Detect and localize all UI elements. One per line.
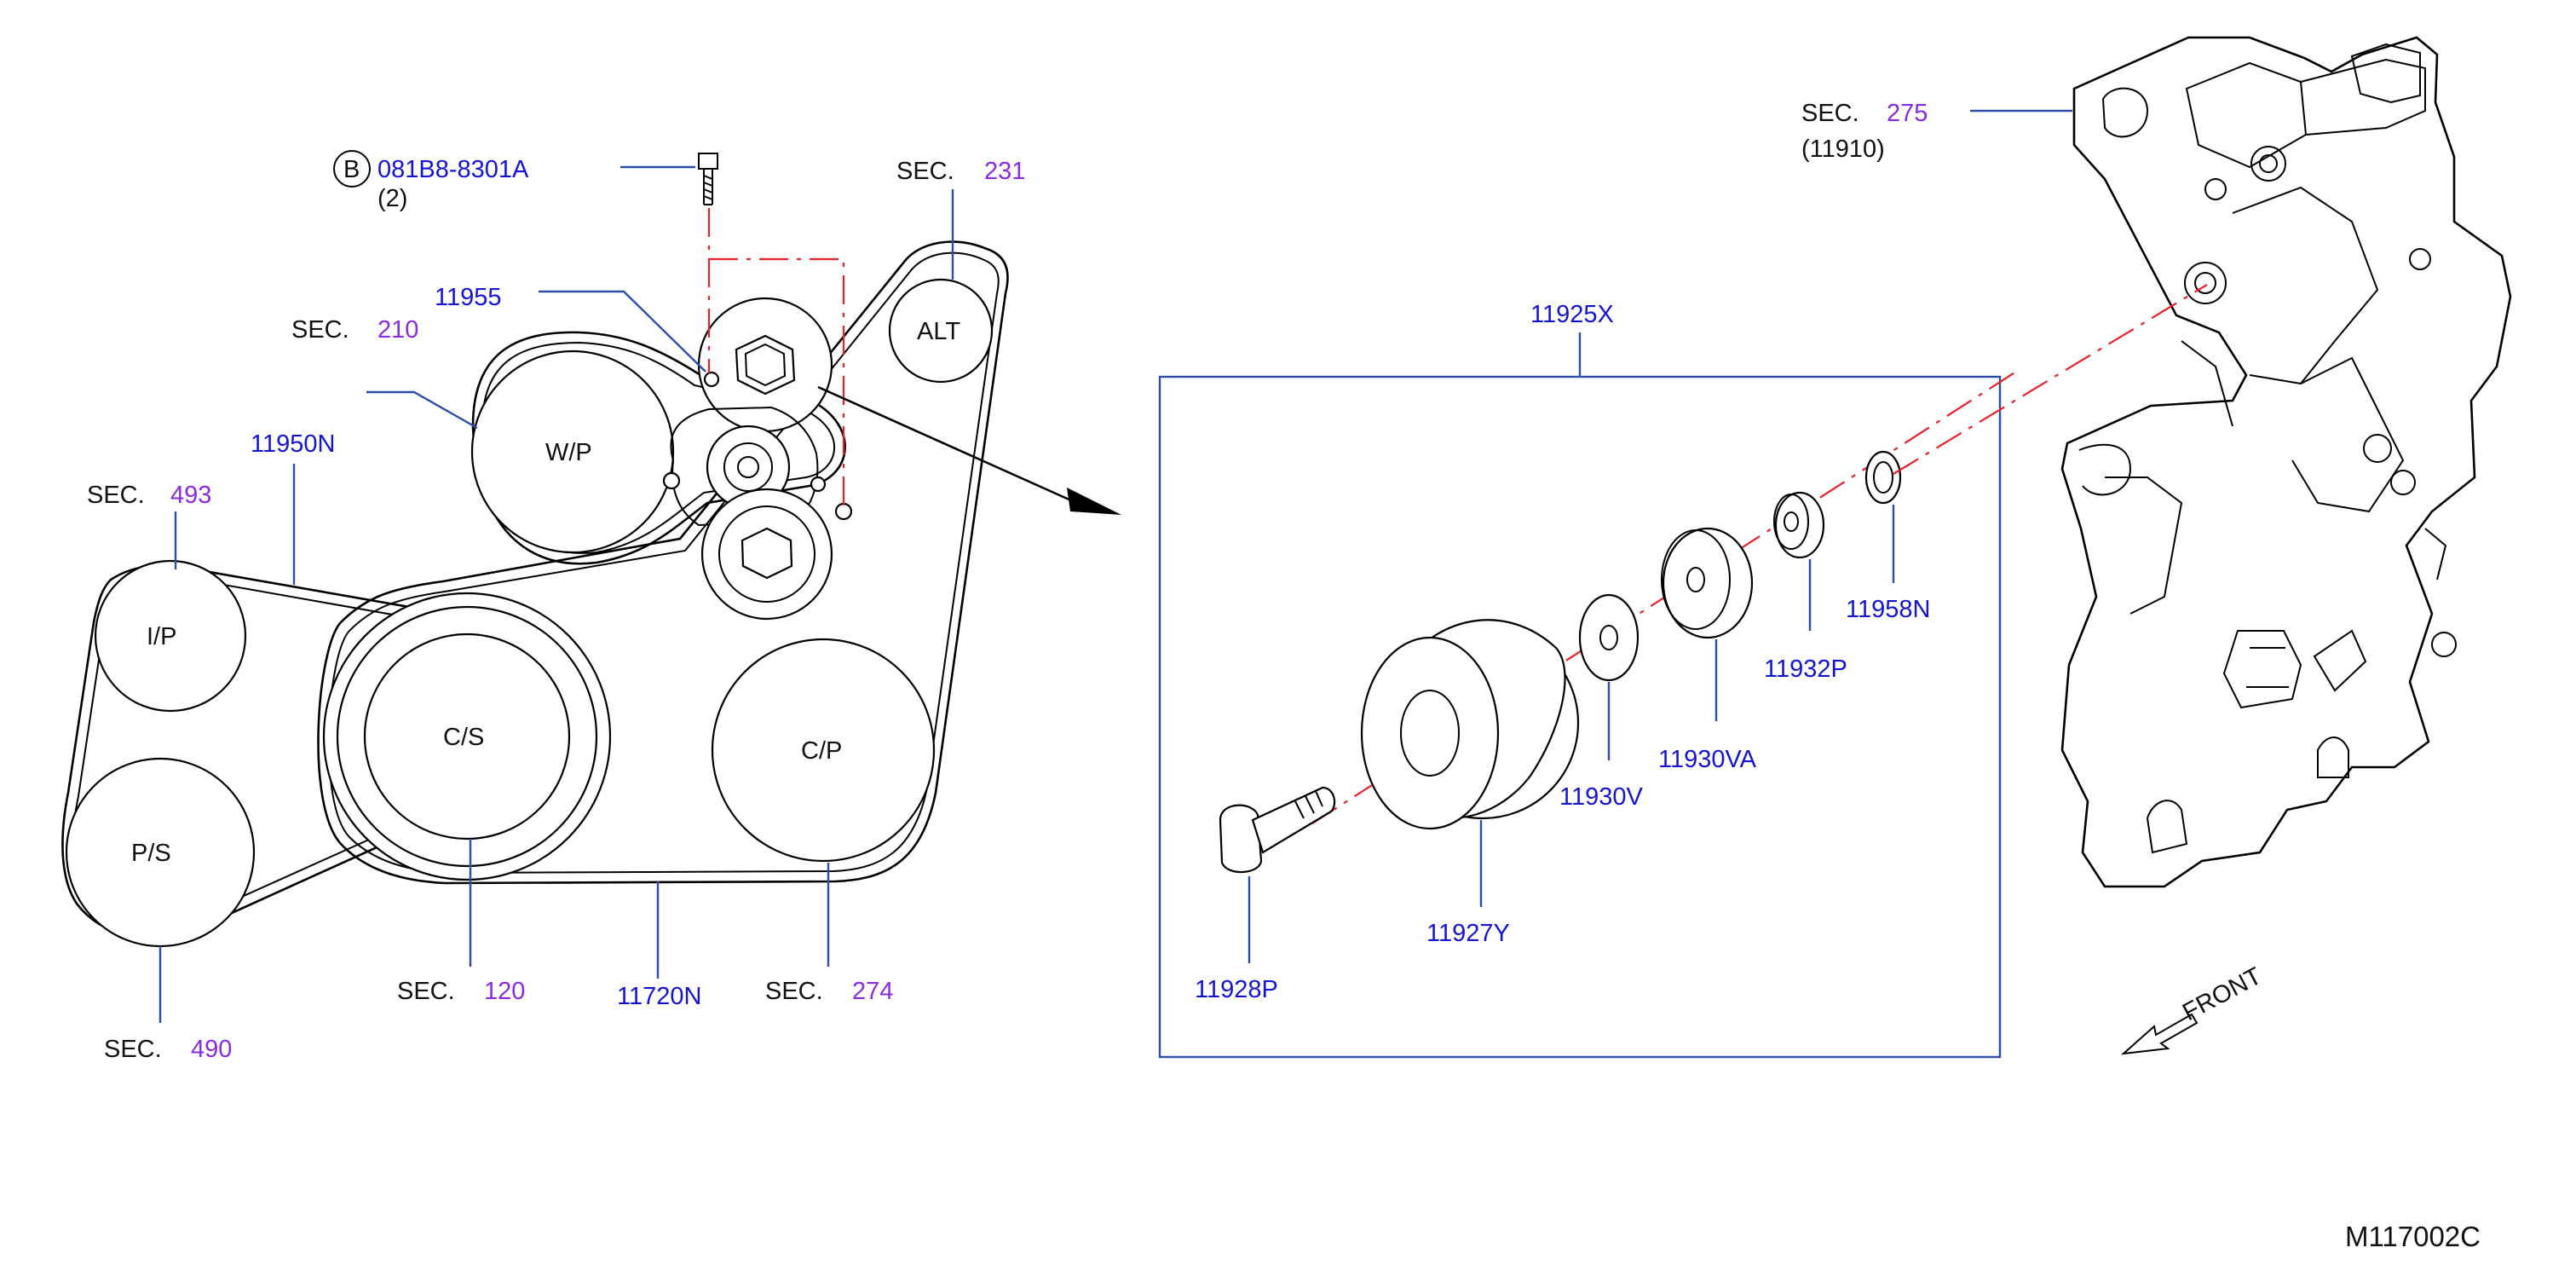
sec-120[interactable]: 120	[484, 978, 525, 1005]
diagram-code: M117002C	[2345, 1221, 2481, 1252]
part-11928P[interactable]: 11928P	[1195, 976, 1278, 1003]
sec-231[interactable]: 231	[984, 158, 1025, 185]
bolt-callout-letter: B	[343, 156, 360, 183]
bolt-part-number[interactable]: 081B8-8301A	[377, 156, 529, 183]
alt-pulley-label: ALT	[917, 318, 960, 345]
sec-210[interactable]: 210	[377, 316, 418, 344]
belt-drive-assembly	[61, 153, 1121, 948]
sec-prefix-120: SEC.	[397, 978, 455, 1005]
part-11720N[interactable]: 11720N	[617, 983, 701, 1010]
drive-belt-11720N	[317, 240, 1009, 885]
sec-prefix-275: SEC.	[1801, 100, 1859, 127]
part-11950N[interactable]: 11950N	[251, 430, 335, 458]
sec-prefix-231: SEC.	[896, 158, 954, 185]
bolt-callout-circle-icon	[333, 150, 371, 188]
front-direction-arrow-icon	[2120, 1013, 2199, 1055]
sec-490[interactable]: 490	[191, 1036, 232, 1063]
ip-pulley-label: I/P	[147, 623, 176, 650]
sec-493[interactable]: 493	[170, 482, 211, 509]
sec-prefix-490: SEC.	[104, 1036, 162, 1063]
ps-pulley-label: P/S	[131, 840, 171, 867]
sec-prefix-274: SEC.	[765, 978, 823, 1005]
front-label: FRONT	[2178, 962, 2266, 1026]
wp-pulley-label: W/P	[545, 439, 592, 466]
sec-prefix-493: SEC.	[87, 482, 145, 509]
idler-pulley-kit-frame	[1158, 375, 2002, 1059]
bolt-quantity: (2)	[377, 185, 407, 212]
part-11958N[interactable]: 11958N	[1846, 596, 1930, 623]
water-pump-belt	[471, 331, 846, 565]
part-11930VA[interactable]: 11930VA	[1658, 746, 1757, 773]
part-11930V[interactable]: 11930V	[1559, 783, 1643, 811]
engine-bracket-11910	[2060, 36, 2512, 888]
part-11927Y[interactable]: 11927Y	[1426, 920, 1510, 947]
sec-274[interactable]: 274	[852, 978, 893, 1005]
exploded-idler-parts	[1219, 371, 2017, 874]
sec-275[interactable]: 275	[1887, 100, 1928, 127]
cp-pulley-label: C/P	[801, 737, 842, 765]
cs-pulley-label: C/S	[443, 724, 484, 751]
part-11925X[interactable]: 11925X	[1530, 301, 1614, 328]
sec-prefix-210: SEC.	[291, 316, 349, 344]
sec-275-part-ref: (11910)	[1801, 136, 1885, 163]
part-11955[interactable]: 11955	[435, 284, 502, 311]
part-11932P[interactable]: 11932P	[1764, 656, 1847, 683]
